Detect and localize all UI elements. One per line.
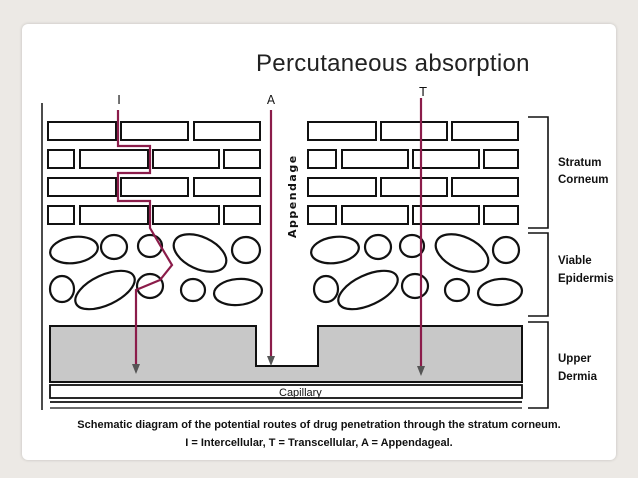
- corneocyte: [380, 121, 448, 141]
- corneocyte: [223, 205, 261, 225]
- corneocyte: [483, 149, 519, 169]
- upper-dermis-layer: [49, 325, 523, 383]
- viable-epidermis-right: [310, 233, 524, 311]
- route-letter-a: A: [267, 93, 276, 107]
- epidermal-cell: [49, 235, 99, 265]
- corneocyte: [380, 177, 448, 197]
- corneocyte: [307, 177, 377, 197]
- corneocyte: [307, 205, 337, 225]
- layer-brackets: [528, 116, 549, 409]
- corneocyte: [47, 149, 75, 169]
- penetration-routes: [116, 98, 423, 366]
- bracket-viable-epidermis: [528, 232, 549, 317]
- corneocyte: [120, 177, 189, 197]
- epidermal-cell: [230, 235, 262, 265]
- viable-epidermis-left: [48, 233, 264, 311]
- stratum-label-line1: Stratum: [558, 157, 601, 169]
- stratum-label-line2: Corneum: [558, 174, 608, 186]
- capillary-band: [49, 384, 523, 399]
- corneocyte: [120, 121, 189, 141]
- layer-labels: Stratum Corneum Viable Epidermis Upper D…: [558, 157, 614, 383]
- epidermal-cell: [179, 277, 207, 303]
- epidermal-cell: [337, 269, 399, 311]
- corneocyte: [193, 121, 261, 141]
- epidermal-cell: [443, 277, 471, 303]
- bracket-stratum-corneum: [528, 116, 549, 229]
- corneocyte: [307, 121, 377, 141]
- epidermal-cell: [310, 235, 360, 265]
- epidermal-cell: [74, 269, 136, 311]
- epidermal-cell: [212, 277, 264, 307]
- corneocyte: [223, 149, 261, 169]
- corneocyte: [341, 149, 409, 169]
- corneocyte: [341, 205, 409, 225]
- epidermal-cell: [363, 233, 393, 261]
- corneocyte: [451, 177, 519, 197]
- epidermal-cell: [312, 274, 340, 304]
- epidermal-cell: [491, 235, 521, 265]
- transcellular-arrowhead-icon: [417, 366, 425, 376]
- corneocyte: [152, 149, 220, 169]
- epidermal-cell: [398, 233, 426, 259]
- corneocyte: [47, 205, 75, 225]
- corneocyte: [307, 149, 337, 169]
- route-letter-t: T: [418, 85, 427, 99]
- epidermal-cell: [400, 272, 430, 300]
- corneocyte: [412, 205, 480, 225]
- capillary-label: Capillary: [279, 387, 322, 399]
- appendage-label: Appendage: [286, 154, 299, 238]
- epidermal-cell: [136, 233, 164, 259]
- corneocyte: [451, 121, 519, 141]
- corneocyte: [79, 149, 149, 169]
- epidermal-cell: [434, 233, 490, 273]
- dermis-label-line1: Upper: [558, 353, 592, 365]
- viable-label-line1: Viable: [558, 255, 592, 267]
- appendageal-arrowhead-icon: [267, 356, 275, 366]
- corneocyte: [47, 121, 117, 141]
- route-letter-i: I: [117, 93, 121, 107]
- epidermal-cell: [48, 274, 76, 304]
- corneocyte: [412, 149, 480, 169]
- slide-title: Percutaneous absorption: [256, 50, 530, 77]
- corneocyte: [79, 205, 149, 225]
- corneocyte: [193, 177, 261, 197]
- viable-label-line2: Epidermis: [558, 273, 614, 285]
- epidermal-cell: [135, 272, 165, 300]
- stratum-corneum-right: [307, 121, 519, 225]
- caption-line1: Schematic diagram of the potential route…: [77, 419, 561, 431]
- stratum-corneum-left: [47, 121, 261, 225]
- bracket-upper-dermis: [528, 321, 549, 409]
- epidermal-cell: [476, 277, 524, 307]
- route-arrowheads: [132, 356, 425, 376]
- corneocyte: [47, 177, 117, 197]
- corneocyte: [483, 205, 519, 225]
- corneocyte: [152, 205, 220, 225]
- dermis-label-line2: Dermia: [558, 371, 598, 383]
- epidermal-cell: [172, 233, 228, 273]
- intercellular-route-line: [116, 110, 174, 365]
- epidermal-cell: [99, 233, 129, 261]
- caption-line2: I = Intercellular, T = Transcellular, A …: [185, 437, 453, 449]
- intercellular-arrowhead-icon: [132, 364, 140, 374]
